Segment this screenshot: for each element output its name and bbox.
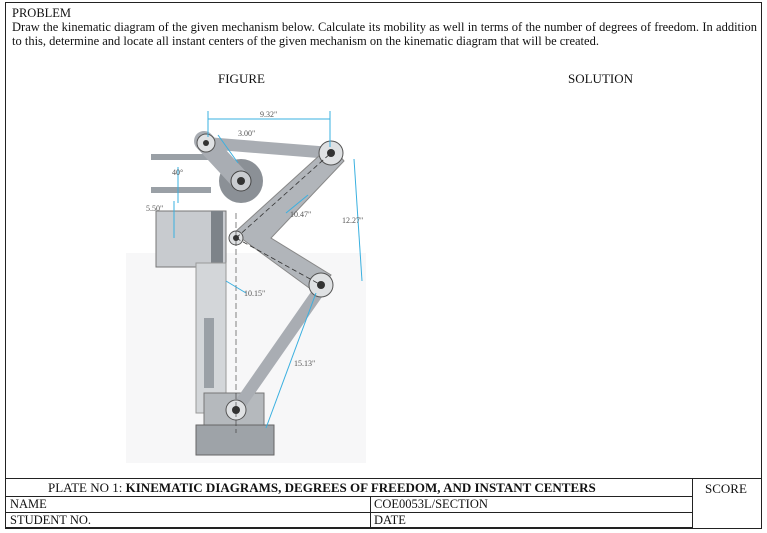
solution-label: SOLUTION xyxy=(568,71,633,86)
dim-12-27: 12.27" xyxy=(342,216,363,225)
student-no-label: STUDENT NO. xyxy=(10,513,92,527)
dim-10-15: 10.15" xyxy=(244,289,265,298)
problem-heading: PROBLEM xyxy=(12,6,72,20)
dimension-lines xyxy=(173,111,363,429)
frame-plate xyxy=(211,211,223,271)
plate-title-row: PLATE NO 1: KINEMATIC DIAGRAMS, DEGREES … xyxy=(6,478,692,496)
title-block: PLATE NO 1: KINEMATIC DIAGRAMS, DEGREES … xyxy=(6,478,761,529)
worksheet: PROBLEM Draw the kinematic diagram of th… xyxy=(5,2,762,529)
dim-5-50: 5.50" xyxy=(146,204,163,213)
dim-9-32: 9.32" xyxy=(260,110,277,119)
mechanism-figure: 9.32" 3.00" 40° 5.50" 10.47" 12.27" 10.1… xyxy=(116,103,386,473)
mechanism-drawing: 9.32" 3.00" 40° 5.50" 10.47" 12.27" 10.1… xyxy=(126,110,366,463)
plate-name: KINEMATIC DIAGRAMS, DEGREES OF FREEDOM, … xyxy=(125,480,596,495)
coupler-link xyxy=(200,137,337,159)
dim-15-13: 15.13" xyxy=(294,359,315,368)
upper-rod xyxy=(151,154,211,160)
name-label: NAME xyxy=(10,497,47,511)
dim-3-00: 3.00" xyxy=(238,129,255,138)
ground-base xyxy=(195,424,275,456)
dim-10-47: 10.47" xyxy=(290,210,311,219)
lower-link xyxy=(230,282,327,416)
dim-40-deg: 40° xyxy=(172,168,183,177)
score-label: SCORE xyxy=(705,481,747,496)
lower-rod xyxy=(151,187,211,193)
plate-prefix: PLATE NO 1: xyxy=(48,480,126,495)
name-row: NAME COE0053L/SECTION xyxy=(6,496,692,513)
score-box: SCORE xyxy=(692,478,761,528)
frame-slot xyxy=(204,318,214,388)
figure-label: FIGURE xyxy=(218,71,265,86)
plate-title: PLATE NO 1: KINEMATIC DIAGRAMS, DEGREES … xyxy=(48,480,596,496)
problem-statement: Draw the kinematic diagram of the given … xyxy=(12,20,757,49)
course-section-label: COE0053L/SECTION xyxy=(374,497,488,511)
date-label: DATE xyxy=(374,513,406,527)
student-row: STUDENT NO. DATE xyxy=(6,512,692,529)
